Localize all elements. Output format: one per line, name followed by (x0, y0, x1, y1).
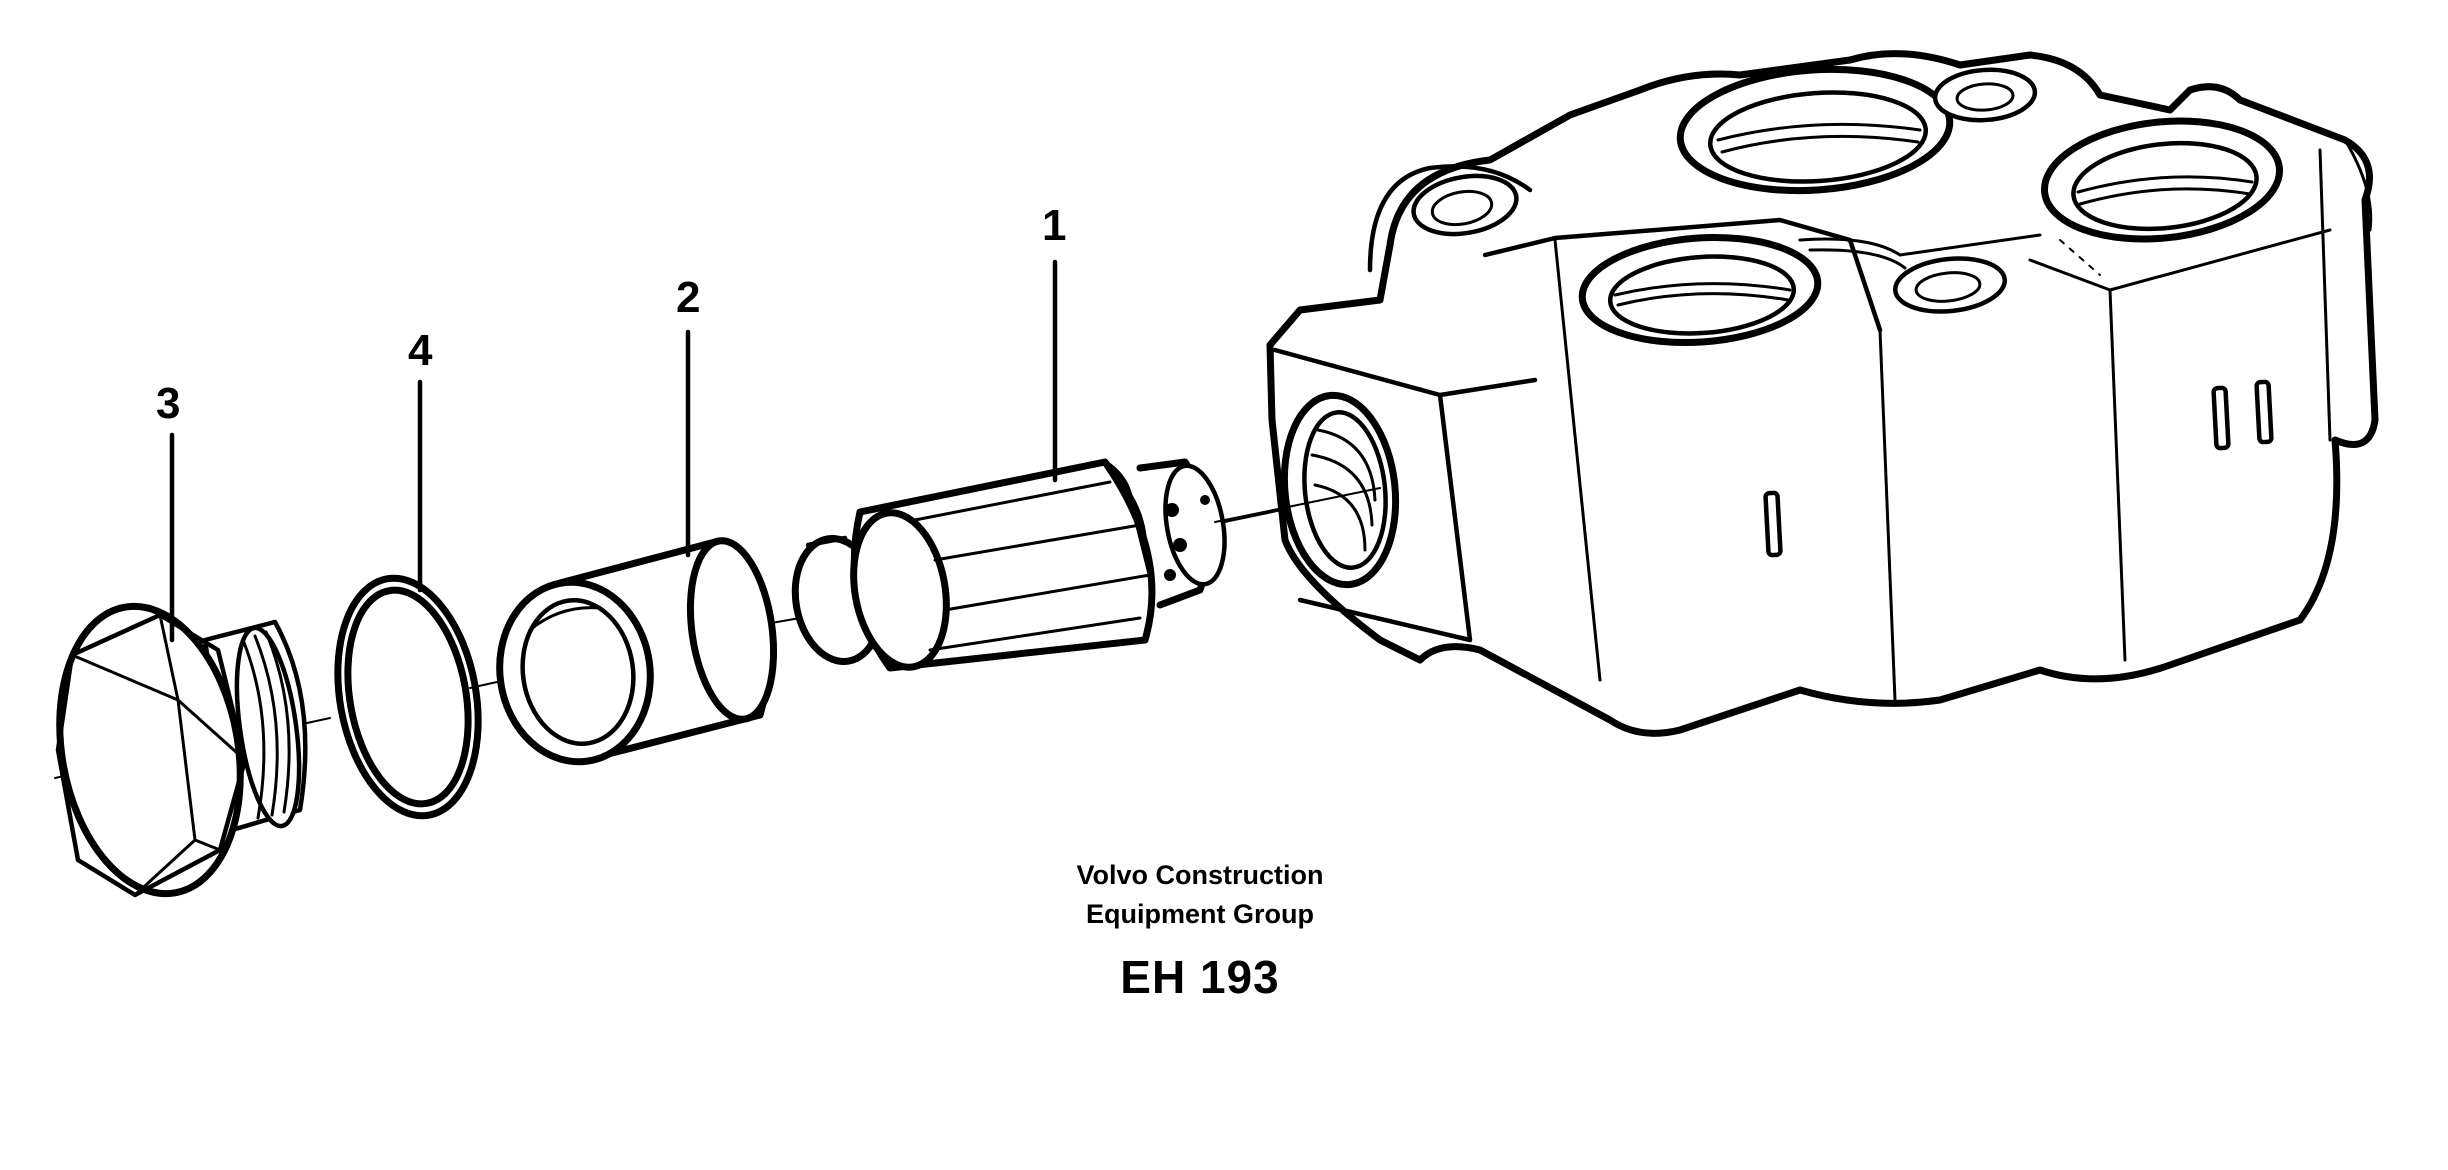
sleeve-part (496, 537, 778, 766)
plug-part (55, 602, 308, 898)
callout-4: 4 (408, 326, 433, 375)
callout-1: 1 (1042, 201, 1066, 250)
o-ring-part (334, 574, 482, 820)
manufacturer-name-line2: Equipment Group (1086, 899, 1314, 929)
valve-cartridge-part (791, 458, 1227, 672)
valve-housing (1214, 50, 2379, 737)
callout-labels: 1 2 3 4 (156, 201, 1066, 428)
callout-leaders (169, 259, 1058, 643)
callout-3: 3 (156, 379, 180, 428)
callout-2: 2 (676, 273, 700, 322)
manufacturer-name-line1: Volvo Construction (1076, 860, 1324, 890)
drawing-code: EH 193 (1120, 951, 1280, 1003)
